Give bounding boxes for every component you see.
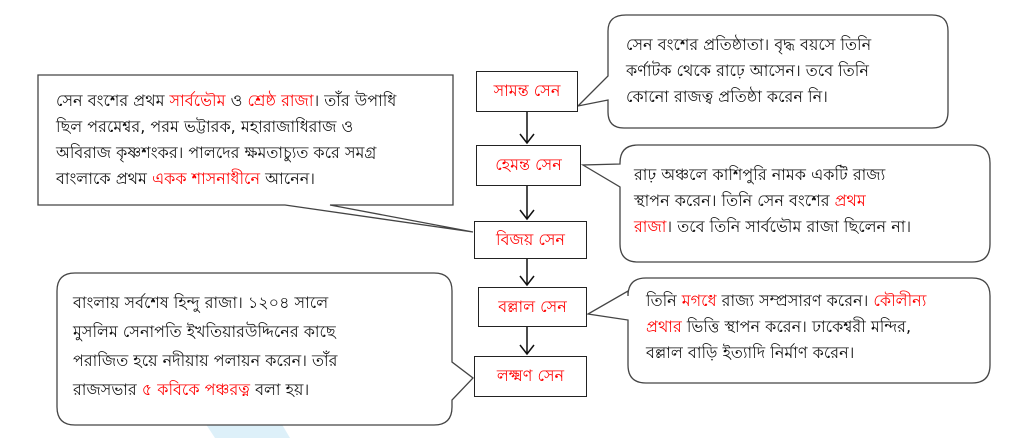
callout-bijoy-shape <box>37 74 474 233</box>
text: কোনো রাজত্ব প্রতিষ্ঠা করেন নি। <box>626 87 828 106</box>
flow-arrows <box>519 112 535 356</box>
callout-lakshman-shape <box>56 272 474 426</box>
text: রাজ্য সম্প্রসারণ করেন। <box>716 291 874 310</box>
flow-box-ballal-sen: বল্লাল সেন <box>478 287 587 327</box>
highlight-text: রাজা <box>634 217 667 236</box>
callout-ballal-text: তিনি মগধে রাজ্য সম্প্রসারণ করেন। কৌলীন্য… <box>646 288 926 366</box>
text: মুসলিম সেনাপতি ইখতিয়ারউদ্দিনের কাছে <box>73 322 336 341</box>
text: স্থাপন করেন। তিনি সেন বংশের <box>634 191 835 210</box>
callout-bijoy-text: সেন বংশের প্রথম সার্বভৌম ও শ্রেষ্ঠ রাজা।… <box>56 88 396 192</box>
callout-hemanta-text: রাঢ় অঞ্চলে কাশিপুরি নামক একটি রাজ্য স্থ… <box>634 162 911 240</box>
callout-hemanta-shape <box>580 144 991 263</box>
highlight-text: প্রথার <box>646 317 682 336</box>
text: বলা হয়। <box>250 380 310 399</box>
text: সেন বংশের প্রথম <box>56 91 170 110</box>
text: ছিল পরমেশ্বর, পরম ভট্টারক, মহারাজাধিরাজ … <box>56 117 354 136</box>
flow-box-samanta-sen: সামন্ত সেন <box>476 71 578 112</box>
flow-label: বিজয় সেন <box>496 229 565 249</box>
text: বল্লাল বাড়ি ইত্যাদি নির্মাণ করেন। <box>646 343 855 362</box>
flow-box-lakshman-sen: লক্ষ্মণ সেন <box>474 356 587 397</box>
highlight-text: মগধে <box>681 291 717 310</box>
text: । তবে তিনি সার্বভৌম রাজা ছিলেন না। <box>666 217 912 236</box>
text: কর্ণাটক থেকে রাঢ়ে আসেন। তবে তিনি <box>626 61 869 80</box>
callout-ballal-shape <box>586 277 991 384</box>
callout-samanta-text: সেন বংশের প্রতিষ্ঠাতা। বৃদ্ধ বয়সে তিনি … <box>626 32 871 110</box>
callout-lakshman-text: বাংলায় সর্বশেষ হিন্দু রাজা। ১২০৪ সালে ম… <box>73 288 337 404</box>
highlight-text: শ্রেষ্ঠ রাজা <box>247 91 314 110</box>
flow-label: হেমন্ত সেন <box>495 155 562 174</box>
text: ও <box>225 91 248 110</box>
flow-box-hemanta-sen: হেমন্ত সেন <box>476 145 581 186</box>
text: বাংলাকে প্রথম <box>56 169 152 188</box>
text: রাঢ় অঞ্চলে কাশিপুরি নামক একটি রাজ্য <box>634 165 886 184</box>
text: তিনি <box>646 291 682 310</box>
text: রাজসভার <box>73 380 142 399</box>
text: অবিরাজ কৃষ্ণশংকর। পালদের ক্ষমতাচ্যুত করে… <box>56 143 377 162</box>
text: আনেন। <box>260 169 316 188</box>
text: পরাজিত হয়ে নদীয়ায় পলায়ন করেন। তাঁর <box>73 351 338 370</box>
flow-box-bijoy-sen: বিজয় সেন <box>474 221 587 259</box>
text: ভিত্তি স্থাপন করেন। ঢাকেশ্বরী মন্দির, <box>681 317 912 336</box>
text: বাংলায় সর্বশেষ হিন্দু রাজা। ১২০৪ সালে <box>73 293 329 312</box>
callout-samanta-shape <box>576 14 949 129</box>
highlight-text: প্রথম <box>834 191 866 210</box>
highlight-text: সার্বভৌম <box>169 91 226 110</box>
flow-label: বল্লাল সেন <box>498 296 567 316</box>
flow-label: সামন্ত সেন <box>493 81 561 100</box>
highlight-text: একক শাসনাধীনে <box>151 169 261 188</box>
highlight-text: ৫ কবিকে পঞ্চরত্ন <box>141 380 251 399</box>
flow-label: লক্ষ্মণ সেন <box>496 366 565 385</box>
text: । তাঁর উপাধি <box>313 91 397 110</box>
text: সেন বংশের প্রতিষ্ঠাতা। বৃদ্ধ বয়সে তিনি <box>626 35 872 54</box>
highlight-text: কৌলীন্য <box>873 291 927 310</box>
